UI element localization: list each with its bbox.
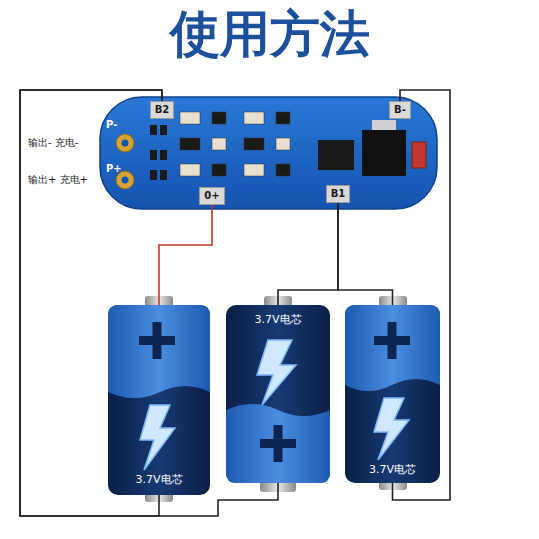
smd-part (150, 150, 157, 160)
smd-part (160, 125, 167, 135)
title: 使用方法 (0, 4, 539, 64)
resistor (412, 142, 426, 168)
smd-part (180, 112, 200, 124)
wire (393, 90, 451, 500)
cell-label: 3.7V电芯 (108, 473, 210, 486)
heat-pad (372, 120, 396, 130)
smd-part (212, 164, 226, 176)
battery-cell (108, 296, 210, 502)
pad-label: B- (394, 104, 406, 116)
pcb-board (100, 97, 437, 209)
terminal-label: 输出+ 充电+ (28, 174, 88, 186)
wire (159, 205, 212, 305)
smd-part (180, 138, 200, 150)
wire (20, 90, 278, 516)
smd-part (212, 138, 226, 150)
smd-part (244, 112, 264, 124)
cell-label: 3.7V电芯 (345, 463, 440, 476)
controller-ic (318, 140, 354, 170)
cell-label: 3.7V电芯 (226, 313, 330, 326)
solder-pad: B1 (326, 185, 351, 203)
battery-cell: 3.7V电芯 (108, 305, 210, 495)
smd-part (276, 164, 290, 176)
pad-label: B1 (331, 188, 346, 200)
output-pad (116, 134, 134, 152)
smd-part (180, 164, 200, 176)
components (150, 112, 290, 180)
solder-pad: B- (389, 101, 411, 119)
smd-part (160, 150, 167, 160)
smd-part (276, 112, 290, 124)
smd-part (150, 125, 157, 135)
mosfet (362, 130, 406, 176)
pad-label: P- (106, 119, 117, 131)
battery-cell: 3.7V电芯 (226, 305, 330, 483)
battery-cell: 3.7V电芯 (345, 305, 440, 483)
output-pad (122, 140, 129, 147)
pad-label: P+ (106, 163, 122, 175)
wire (20, 90, 162, 516)
wire (278, 203, 338, 305)
pad-label: 0+ (204, 190, 219, 202)
smd-part (276, 138, 290, 150)
smd-part (212, 112, 226, 124)
solder-pad: 0+ (199, 187, 224, 205)
smd-part (244, 138, 264, 150)
smd-part (160, 170, 167, 180)
terminal-label: 输出- 充电- (28, 137, 78, 149)
battery-cell (226, 296, 330, 492)
battery-cell (345, 296, 440, 490)
protection-board: P- P+ B2 B- 0+ B1 (100, 97, 437, 209)
pad-label: B2 (155, 104, 170, 116)
wire (338, 203, 393, 305)
smd-part (150, 170, 157, 180)
smd-part (244, 164, 264, 176)
solder-pad: B2 (150, 101, 175, 119)
output-pad (122, 177, 129, 184)
